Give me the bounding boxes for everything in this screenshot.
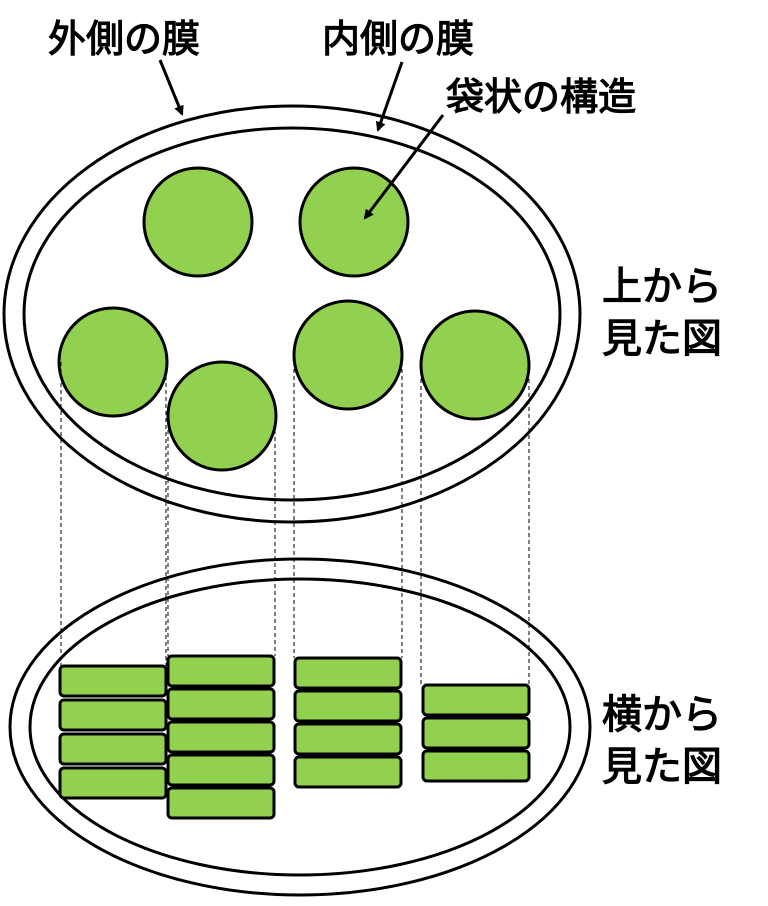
top-view (2, 104, 582, 524)
sac-disc (166, 720, 276, 754)
sac-disc (166, 654, 276, 688)
sac-disc (58, 732, 168, 766)
inner-membrane-arrow (375, 61, 404, 132)
side-view-label-line1: 横から (602, 692, 722, 738)
sac-disc (421, 716, 531, 750)
sac-circle (166, 360, 278, 472)
sac-disc (58, 698, 168, 732)
top-view-label-line1: 上から (602, 264, 722, 310)
outer-membrane-label: 外側の膜 (48, 17, 200, 61)
pointer-arrows (158, 59, 445, 220)
sac-circle (57, 306, 169, 418)
inner-membrane-label: 内側の膜 (322, 17, 474, 61)
sac-disc (421, 749, 531, 783)
sac-disc (166, 687, 276, 721)
sac-disc (166, 753, 276, 787)
sac-disc (293, 722, 403, 756)
sac-disc (166, 786, 276, 820)
sac-structure-label: 袋状の構造 (445, 75, 636, 119)
sac-disc (58, 664, 168, 698)
top-view-label-line2: 見た図 (602, 316, 722, 362)
sac-circle (292, 299, 404, 411)
side-view-label-line2: 見た図 (602, 744, 722, 790)
sac-disc (293, 689, 403, 723)
sac-circle (142, 166, 254, 278)
side-view (8, 557, 592, 897)
sac-disc (293, 755, 403, 789)
sac-circle (419, 309, 531, 421)
sac-structure-arrow (363, 114, 445, 220)
sac-disc (421, 683, 531, 717)
sac-disc (58, 766, 168, 800)
projection-lines (60, 355, 530, 685)
sac-disc (293, 656, 403, 690)
outer-membrane-arrow (158, 59, 184, 116)
